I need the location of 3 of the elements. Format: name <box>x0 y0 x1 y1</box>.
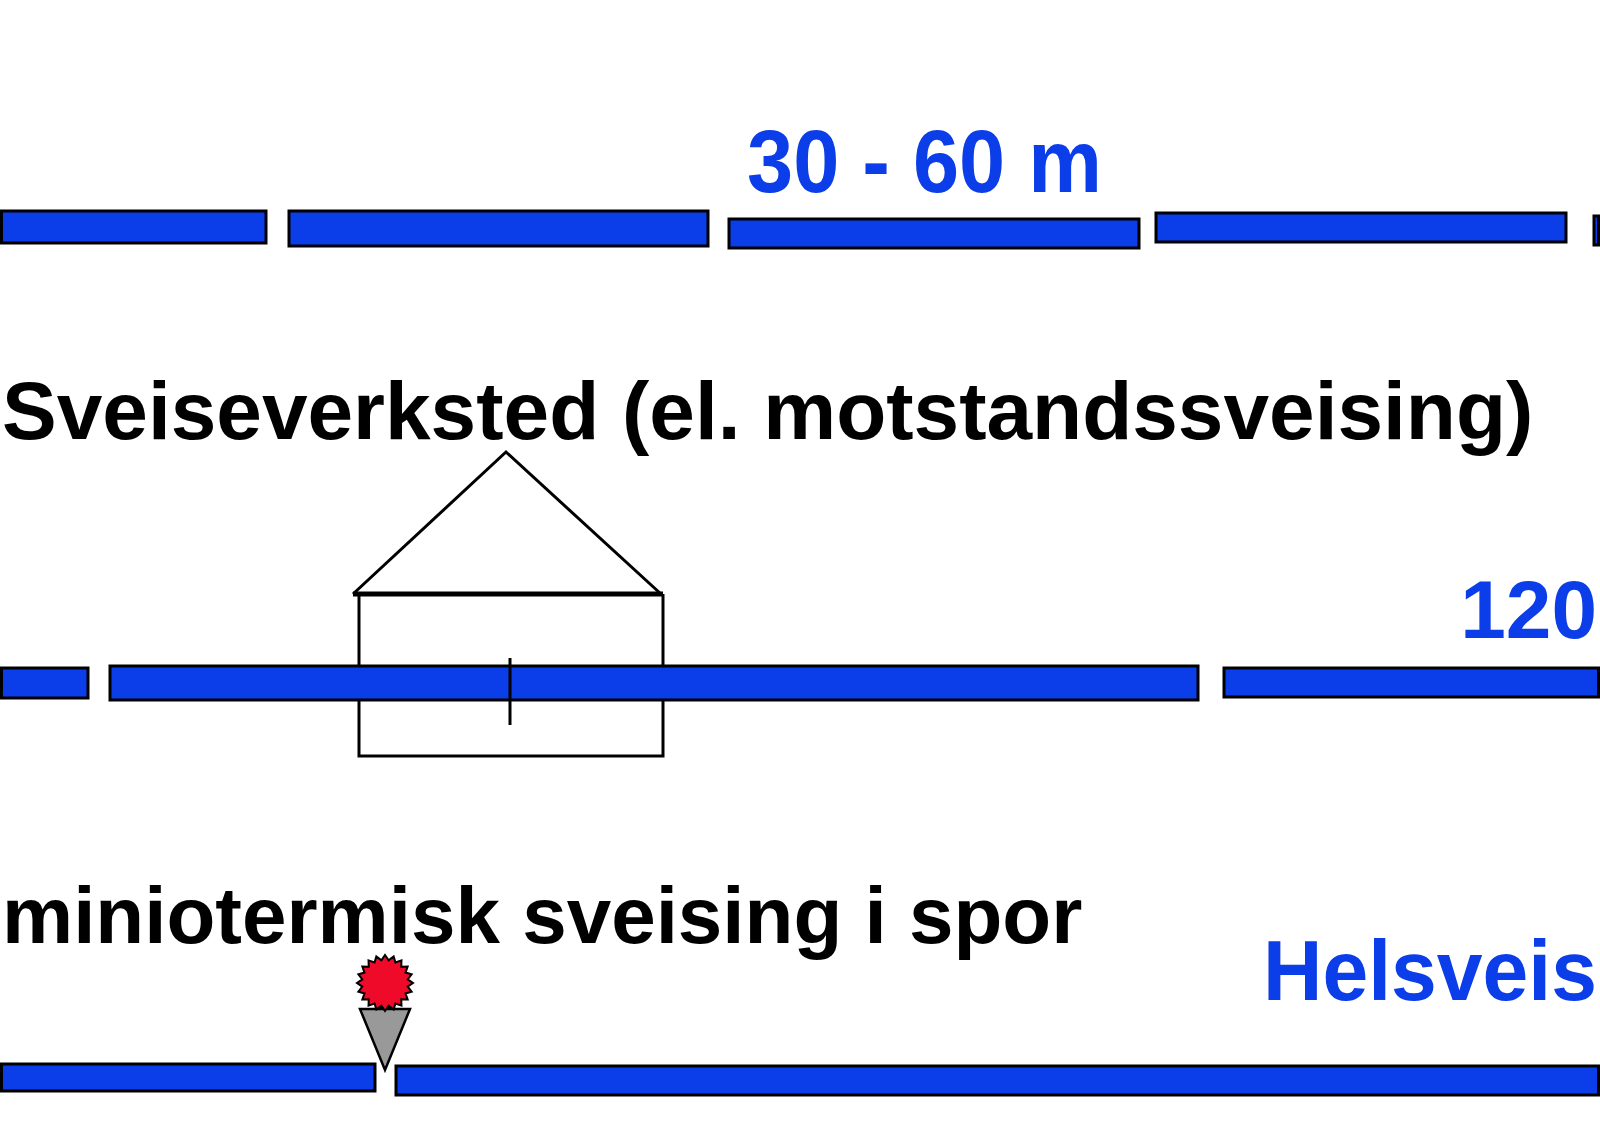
dimension-label: 120 <box>1460 568 1597 651</box>
dimension-label: 30 - 60 m <box>747 116 1102 206</box>
track-label: Helsveis <box>1263 928 1597 1014</box>
